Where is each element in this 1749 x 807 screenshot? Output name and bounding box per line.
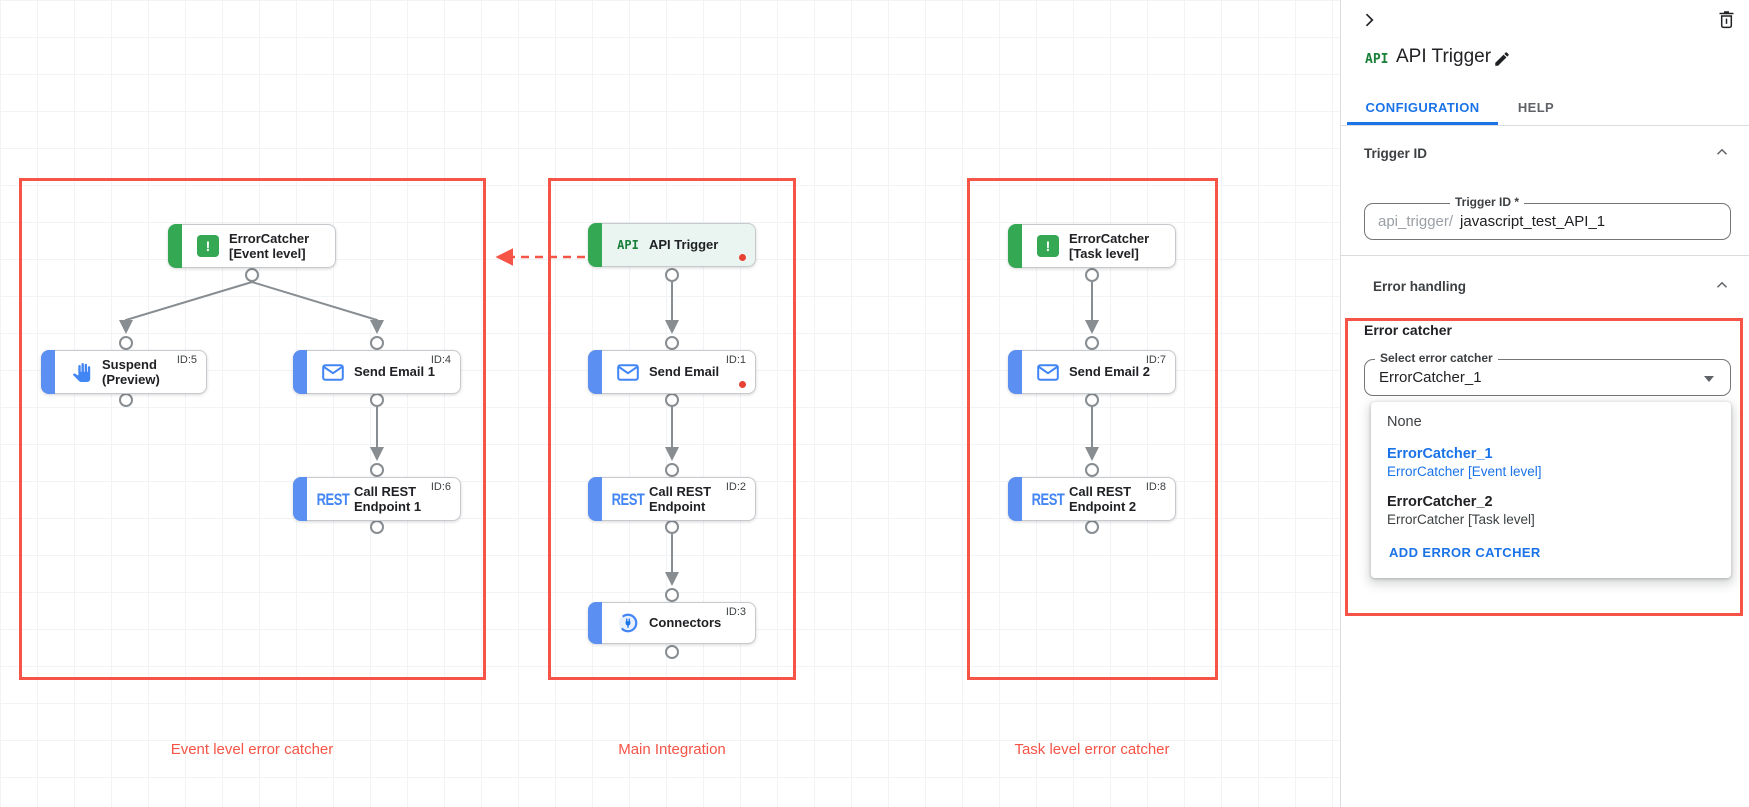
integration-canvas[interactable]: ! ErrorCatcher[Event level] Suspend(Prev…	[0, 0, 1341, 807]
rest-icon: REST	[316, 489, 350, 509]
node-accent-tab	[1008, 224, 1022, 268]
node-id-badge: ID:3	[725, 606, 746, 618]
api-icon: API	[617, 238, 639, 252]
divider	[1341, 255, 1749, 256]
group-box-main-integration	[548, 178, 796, 680]
collapse-section-icon[interactable]	[1713, 143, 1731, 164]
menu-option-errorcatcher-2[interactable]: ErrorCatcher_2	[1387, 494, 1493, 510]
rest-icon: REST	[611, 489, 645, 509]
add-error-catcher-button[interactable]: ADD ERROR CATCHER	[1389, 545, 1541, 560]
active-tab-indicator	[1347, 122, 1498, 125]
trigger-id-field[interactable]: Trigger ID * api_trigger/ javascript_tes…	[1364, 195, 1731, 240]
section-heading-error-handling: Error handling	[1373, 279, 1467, 294]
group-label-task-level: Task level error catcher	[1014, 741, 1170, 758]
select-error-catcher[interactable]: Select error catcher ErrorCatcher_1	[1364, 351, 1731, 396]
api-trigger-icon: API	[1365, 52, 1389, 67]
tab-help[interactable]: HELP	[1517, 99, 1555, 115]
node-errorcatcher-event[interactable]: ! ErrorCatcher[Event level]	[168, 224, 336, 268]
section-heading-trigger-id: Trigger ID	[1364, 146, 1428, 161]
email-icon	[1033, 363, 1063, 381]
tab-configuration[interactable]: CONFIGURATION	[1365, 99, 1480, 115]
error-catcher-label: Error catcher	[1364, 322, 1452, 338]
node-accent-tab	[588, 350, 602, 394]
collapse-section-icon[interactable]	[1713, 276, 1731, 297]
node-send-email-2[interactable]: Send Email 2 ID:7	[1008, 350, 1176, 394]
select-error-catcher-value: ErrorCatcher_1	[1379, 369, 1482, 386]
node-id-badge: ID:1	[725, 354, 746, 366]
node-id-badge: ID:2	[725, 481, 746, 493]
node-id-badge: ID:6	[430, 481, 451, 493]
dropdown-caret-icon	[1704, 376, 1714, 382]
node-send-email-1[interactable]: Send Email 1 ID:4	[293, 350, 461, 394]
menu-option-none[interactable]: None	[1387, 414, 1422, 430]
group-box-event-level	[19, 178, 486, 680]
divider	[1341, 125, 1749, 126]
node-send-email[interactable]: Send Email ID:1	[588, 350, 756, 394]
hand-icon	[66, 362, 96, 382]
node-accent-tab	[1008, 350, 1022, 394]
node-id-badge: ID:5	[176, 354, 197, 366]
node-accent-tab	[293, 350, 307, 394]
node-accent-tab	[588, 477, 602, 521]
node-id-badge: ID:8	[1145, 481, 1166, 493]
edit-pencil-icon[interactable]	[1493, 50, 1511, 71]
node-api-trigger[interactable]: API API Trigger	[588, 223, 756, 267]
node-connectors[interactable]: Connectors ID:3	[588, 602, 756, 644]
rest-icon: REST	[1031, 489, 1065, 509]
trigger-id-field-label: Trigger ID *	[1450, 195, 1525, 209]
node-accent-tab	[168, 224, 182, 268]
select-error-catcher-label: Select error catcher	[1375, 351, 1498, 365]
group-box-task-level	[967, 178, 1218, 680]
delete-icon[interactable]	[1716, 9, 1737, 33]
error-catcher-icon: !	[1033, 235, 1063, 257]
node-accent-tab	[588, 602, 602, 644]
error-catcher-icon: !	[193, 235, 223, 257]
group-label-event-level: Event level error catcher	[170, 741, 334, 758]
trigger-id-prefix: api_trigger/	[1378, 213, 1454, 230]
config-panel: API API Trigger CONFIGURATION HELP Trigg…	[1340, 0, 1749, 807]
node-suspend[interactable]: Suspend(Preview) ID:5	[41, 350, 207, 394]
collapse-panel-icon[interactable]	[1359, 10, 1379, 33]
node-accent-tab	[1008, 477, 1022, 521]
node-accent-tab	[41, 350, 55, 394]
connectors-icon	[613, 612, 643, 634]
node-accent-tab	[588, 223, 602, 267]
node-id-badge: ID:7	[1145, 354, 1166, 366]
node-id-badge: ID:4	[430, 354, 451, 366]
error-catcher-dropdown-menu: None ErrorCatcher_1 ErrorCatcher [Event …	[1371, 402, 1731, 578]
error-catcher-callout	[1345, 318, 1743, 616]
menu-option-errorcatcher-2-subtitle[interactable]: ErrorCatcher [Task level]	[1387, 512, 1535, 527]
node-errorcatcher-task[interactable]: ! ErrorCatcher[Task level]	[1008, 224, 1176, 268]
group-label-main-integration: Main Integration	[618, 741, 726, 758]
node-accent-tab	[293, 477, 307, 521]
menu-option-errorcatcher-1-subtitle[interactable]: ErrorCatcher [Event level]	[1387, 464, 1542, 479]
email-icon	[318, 363, 348, 381]
panel-title: API Trigger	[1396, 46, 1492, 67]
email-icon	[613, 363, 643, 381]
menu-option-errorcatcher-1[interactable]: ErrorCatcher_1	[1387, 446, 1493, 462]
error-indicator-dot	[739, 381, 746, 388]
trigger-id-value: javascript_test_API_1	[1460, 213, 1606, 230]
error-indicator-dot	[739, 254, 746, 261]
